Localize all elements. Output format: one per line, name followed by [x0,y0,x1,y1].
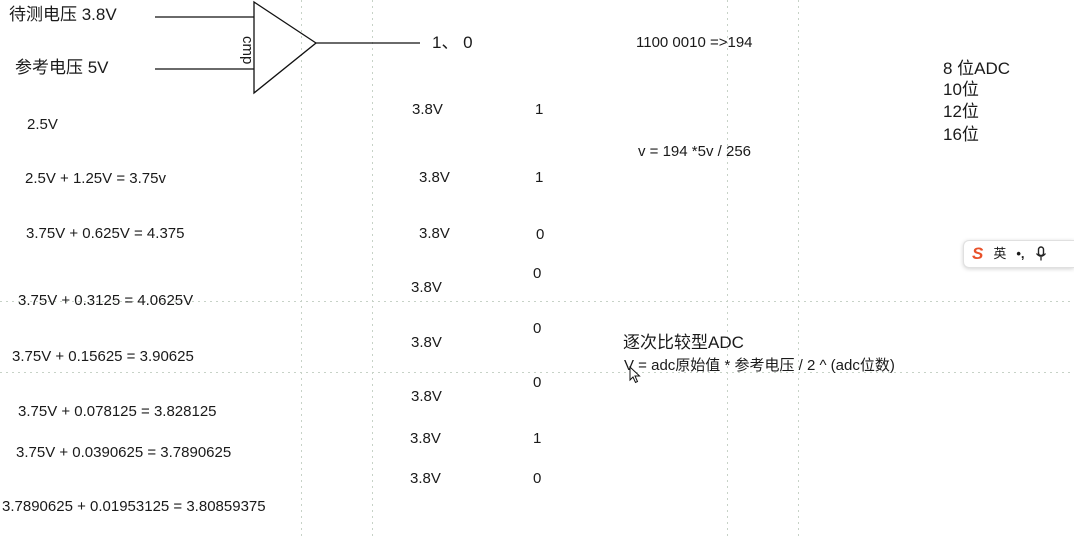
step-7-expression: 3.75V + 0.0390625 = 3.7890625 [16,444,232,461]
step-6-bit: 0 [533,374,542,391]
sar-adc-formula: V = adc原始值 * 参考电压 / 2 ^ (adc位数) [624,357,895,374]
ime-punctuation-toggle[interactable]: •, [1016,246,1025,261]
step-3-expression: 3.75V + 0.625V = 4.375 [26,225,185,242]
ime-language-toggle[interactable]: 英 [993,246,1007,261]
measured-voltage-label: 待测电压 3.8V [9,5,117,24]
resolution-10bit: 10位 [943,80,979,99]
step-4-expression: 3.75V + 0.3125 = 4.0625V [18,292,194,309]
step-6-expression: 3.75V + 0.078125 = 3.828125 [18,403,217,420]
reference-voltage-label: 参考电压 5V [15,58,109,77]
step-8-expression: 3.7890625 + 0.01953125 = 3.80859375 [2,498,266,515]
voltage-calculation: v = 194 *5v / 256 [638,143,751,160]
comparator-triangle [253,0,318,95]
step-1-expression: 2.5V [27,116,58,133]
ime-logo-icon[interactable]: S [972,244,984,263]
step-8-bit: 0 [533,470,542,487]
microphone-icon[interactable] [1035,246,1047,262]
step-5-input: 3.8V [411,334,442,351]
step-1-input: 3.8V [412,101,443,118]
sar-adc-title: 逐次比较型ADC [623,333,744,352]
step-8-input: 3.8V [410,470,441,487]
step-5-bit: 0 [533,320,542,337]
resolution-12bit: 12位 [943,102,979,121]
step-2-bit: 1 [535,169,544,186]
step-6-input: 3.8V [411,388,442,405]
step-5-expression: 3.75V + 0.15625 = 3.90625 [12,348,194,365]
step-7-bit: 1 [533,430,542,447]
mouse-cursor-icon [629,366,641,384]
step-3-input: 3.8V [419,225,450,242]
binary-result: 1100 0010 =>194 [636,34,753,51]
comparator-output-label: 1、 0 [432,33,473,52]
comparator-diagram [155,0,420,95]
resolution-16bit: 16位 [943,125,979,144]
step-7-input: 3.8V [410,430,441,447]
comparator-label: cmp [239,36,256,65]
step-1-bit: 1 [535,101,544,118]
step-4-bit: 0 [533,265,542,282]
step-4-input: 3.8V [411,279,442,296]
step-2-expression: 2.5V + 1.25V = 3.75v [25,170,166,187]
step-3-bit: 0 [536,226,545,243]
step-2-input: 3.8V [419,169,450,186]
ime-toolbar[interactable]: S 英 •, [963,240,1074,268]
resolution-8bit: 8 位ADC [943,59,1011,78]
